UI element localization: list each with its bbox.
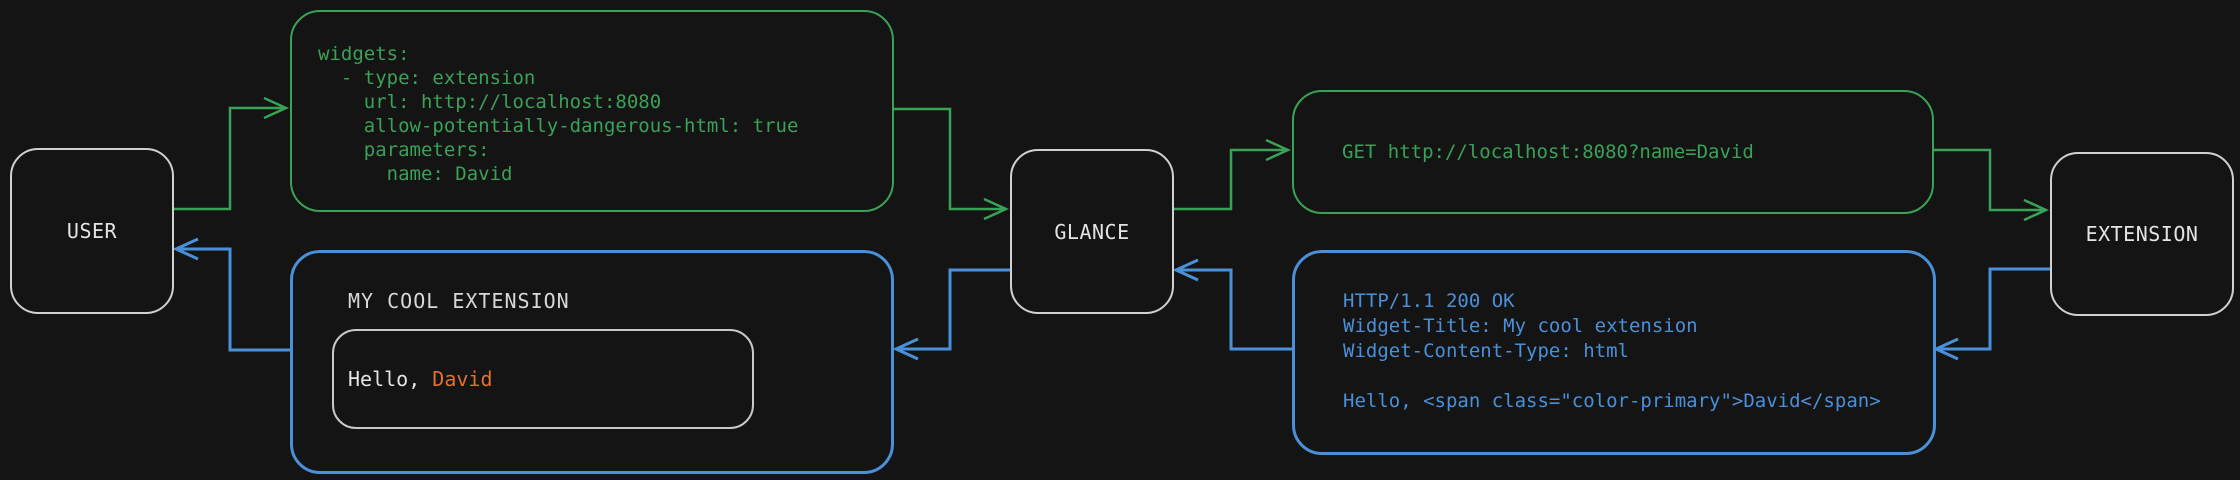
edge-glance-to-widget [896,268,1010,349]
widget-title: MY COOL EXTENSION [348,289,570,313]
greeting-name: David [432,367,493,391]
widget-greeting: Hello, David [334,367,493,391]
config-line: name: David [318,163,513,185]
edge-response-to-glance [1176,270,1292,351]
config-line: widgets: [318,43,410,65]
config-yaml-code: widgets: - type: extension url: http://l… [318,42,798,186]
response-line [1343,364,1881,389]
edge-widget-to-user [176,249,290,352]
node-extension-label: EXTENSION [2085,222,2199,246]
greeting-prefix: Hello, [348,367,433,391]
response-line: HTTP/1.1 200 OK [1343,290,1515,312]
widget-content-box: Hello, David [332,329,754,429]
config-line: - type: extension [318,67,536,89]
node-glance: GLANCE [1010,149,1174,314]
node-user-label: USER [66,219,118,243]
http-response-box: HTTP/1.1 200 OK Widget-Title: My cool ex… [1292,250,1936,455]
config-line: parameters: [318,139,490,161]
response-line: Hello, <span class="color-primary">David… [1343,390,1881,412]
http-response-code: HTTP/1.1 200 OK Widget-Title: My cool ex… [1343,289,1881,414]
edge-user-to-config [170,108,286,211]
node-user: USER [10,148,174,314]
node-extension: EXTENSION [2050,152,2234,316]
http-request-line: GET http://localhost:8080?name=David [1342,141,1754,163]
http-request-box: GET http://localhost:8080?name=David [1292,90,1934,214]
config-line: url: http://localhost:8080 [318,91,662,113]
config-yaml-box: widgets: - type: extension url: http://l… [290,10,894,212]
node-glance-label: GLANCE [1054,219,1130,244]
edge-config-to-glance [890,107,1006,209]
response-line: Widget-Content-Type: html [1343,340,1629,362]
edge-glance-to-request [1170,150,1288,211]
rendered-widget-box: MY COOL EXTENSION Hello, David [290,250,894,474]
config-line: allow-potentially-dangerous-html: true [318,115,799,137]
response-line: Widget-Title: My cool extension [1343,315,1698,337]
edge-extension-to-response [1936,267,2050,349]
edge-request-to-extension [1930,148,2046,210]
